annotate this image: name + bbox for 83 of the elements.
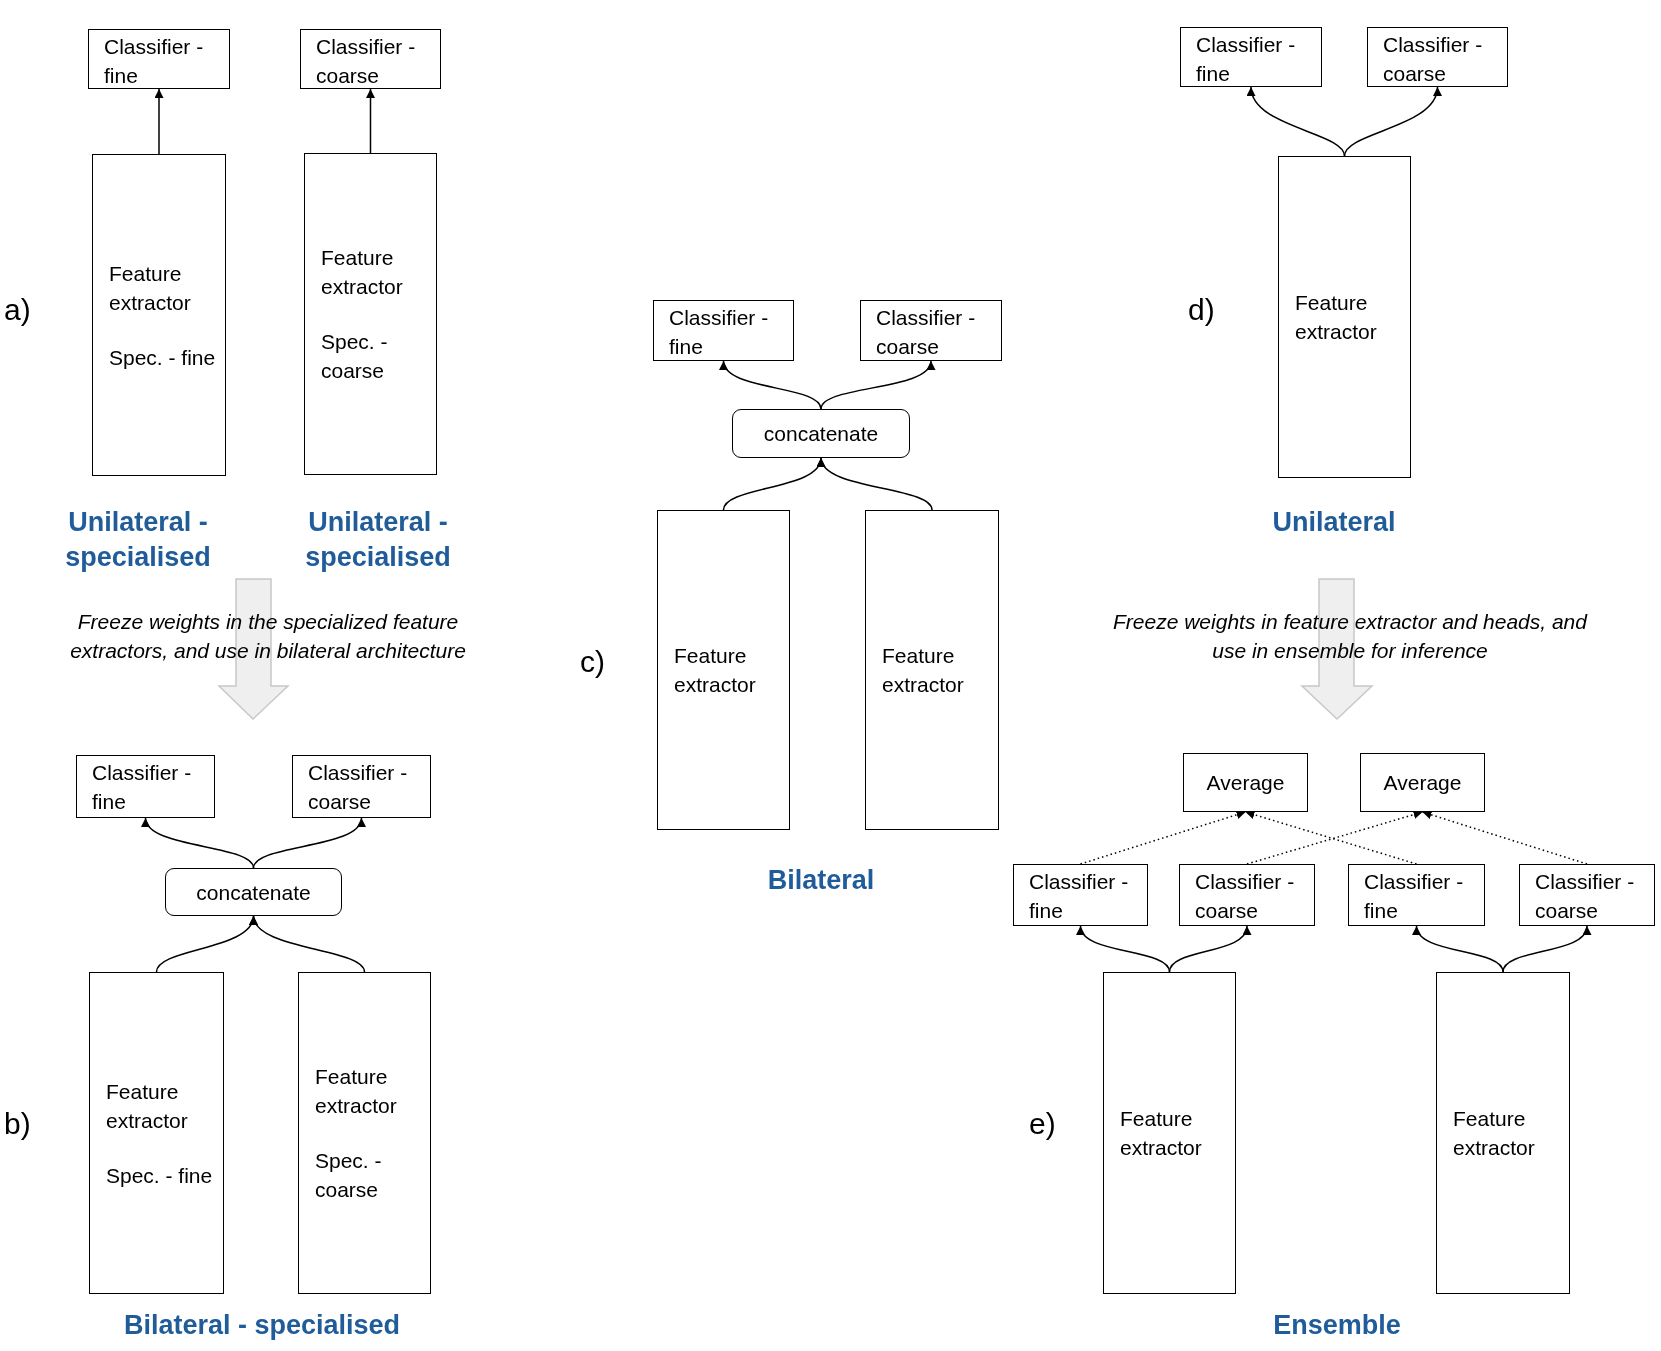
arrow bbox=[1168, 925, 1250, 973]
dotted-arrow bbox=[1079, 810, 1247, 865]
process-box bbox=[1180, 27, 1322, 87]
node-text: Classifier - coarse bbox=[308, 760, 409, 815]
process-box bbox=[1348, 864, 1485, 926]
node-text: Feature extractor bbox=[674, 643, 757, 698]
panel-letter: a) bbox=[4, 293, 31, 327]
node-text: Feature extractor bbox=[882, 643, 965, 698]
node-text: concatenate bbox=[763, 421, 879, 447]
arrow bbox=[154, 88, 164, 155]
process-box bbox=[860, 300, 1002, 361]
node-text: Classifier - coarse bbox=[1535, 869, 1636, 924]
panel-caption: Unilateral bbox=[1271, 506, 1397, 539]
panel-letter: e) bbox=[1029, 1107, 1056, 1141]
process-box bbox=[1360, 753, 1485, 812]
process-box bbox=[1013, 864, 1148, 926]
node-text: Average bbox=[1383, 770, 1462, 796]
operation-box bbox=[165, 868, 342, 916]
panel-letter: b) bbox=[4, 1107, 31, 1141]
node-text: Spec. - coarse bbox=[315, 1148, 383, 1203]
arrow bbox=[1502, 925, 1590, 973]
feature-extractor-box bbox=[92, 154, 226, 476]
feature-extractor-box bbox=[1103, 972, 1236, 1294]
node-text: Feature extractor bbox=[109, 260, 192, 316]
arrow bbox=[252, 817, 364, 869]
node-text: Spec. - fine bbox=[109, 344, 217, 371]
operation-box bbox=[732, 409, 910, 458]
arrow bbox=[1414, 925, 1504, 973]
node-text: Feature extractor bbox=[106, 1078, 189, 1134]
node-text: Classifier - fine bbox=[669, 305, 770, 360]
node-text: concatenate bbox=[196, 879, 311, 906]
node-text: Feature extractor bbox=[315, 1064, 398, 1119]
process-box bbox=[1183, 753, 1308, 812]
node-text: Classifier - fine bbox=[104, 34, 205, 89]
feature-extractor-box bbox=[865, 510, 999, 830]
node-text: Classifier - coarse bbox=[316, 34, 417, 89]
node-text: Average bbox=[1206, 770, 1285, 796]
feature-extractor-box bbox=[304, 153, 437, 475]
feature-extractor-box bbox=[657, 510, 790, 830]
process-box bbox=[292, 755, 431, 818]
node-text: Spec. - fine bbox=[106, 1162, 214, 1189]
process-box bbox=[653, 300, 794, 361]
feature-extractor-box bbox=[298, 972, 431, 1294]
node-text: Spec. - coarse bbox=[321, 329, 389, 384]
arrow bbox=[143, 817, 255, 869]
annotation-text: Freeze weights in feature extractor and heads, and use in ensemble for inference bbox=[1112, 609, 1589, 664]
panel-letter: c) bbox=[580, 645, 605, 679]
panel-caption: Ensemble bbox=[1272, 1309, 1402, 1342]
feature-extractor-box bbox=[1436, 972, 1570, 1294]
arrow bbox=[1343, 86, 1441, 157]
node-text: Feature extractor bbox=[1453, 1106, 1536, 1161]
arrow bbox=[251, 915, 366, 973]
arrow bbox=[1078, 925, 1171, 973]
node-text: Classifier - fine bbox=[92, 760, 193, 815]
arrow bbox=[366, 88, 375, 154]
panel-caption: Bilateral - specialised bbox=[122, 1309, 402, 1342]
process-box bbox=[88, 29, 230, 89]
node-text: Feature extractor bbox=[1295, 290, 1378, 345]
dotted-arrow bbox=[1421, 810, 1588, 865]
feature-extractor-box bbox=[89, 972, 224, 1294]
process-box bbox=[76, 755, 215, 818]
arrow bbox=[721, 360, 822, 410]
process-box bbox=[1367, 27, 1508, 87]
panel-letter: d) bbox=[1188, 293, 1215, 327]
node-text: Feature extractor bbox=[1120, 1106, 1203, 1161]
panel-caption: Unilateral - specialised bbox=[304, 506, 452, 574]
node-text: Classifier - fine bbox=[1196, 32, 1297, 87]
node-text: Classifier - coarse bbox=[1383, 32, 1484, 87]
arrow bbox=[820, 360, 933, 410]
feature-extractor-box bbox=[1278, 156, 1411, 478]
process-box bbox=[1519, 864, 1655, 926]
node-text: Classifier - fine bbox=[1364, 869, 1465, 924]
node-text: Classifier - coarse bbox=[876, 305, 977, 360]
node-text: Classifier - coarse bbox=[1195, 869, 1296, 924]
process-box bbox=[1179, 864, 1315, 926]
node-text: Classifier - fine bbox=[1029, 869, 1130, 924]
panel-caption: Unilateral - specialised bbox=[64, 506, 212, 574]
arrow bbox=[819, 457, 933, 511]
node-text: Feature extractor bbox=[321, 245, 404, 300]
process-box bbox=[300, 29, 441, 89]
panel-caption: Bilateral bbox=[766, 864, 876, 897]
annotation-text: Freeze weights in the specialized feature extractors, and use in bilateral architecture bbox=[69, 609, 467, 664]
arrow bbox=[1248, 86, 1346, 157]
